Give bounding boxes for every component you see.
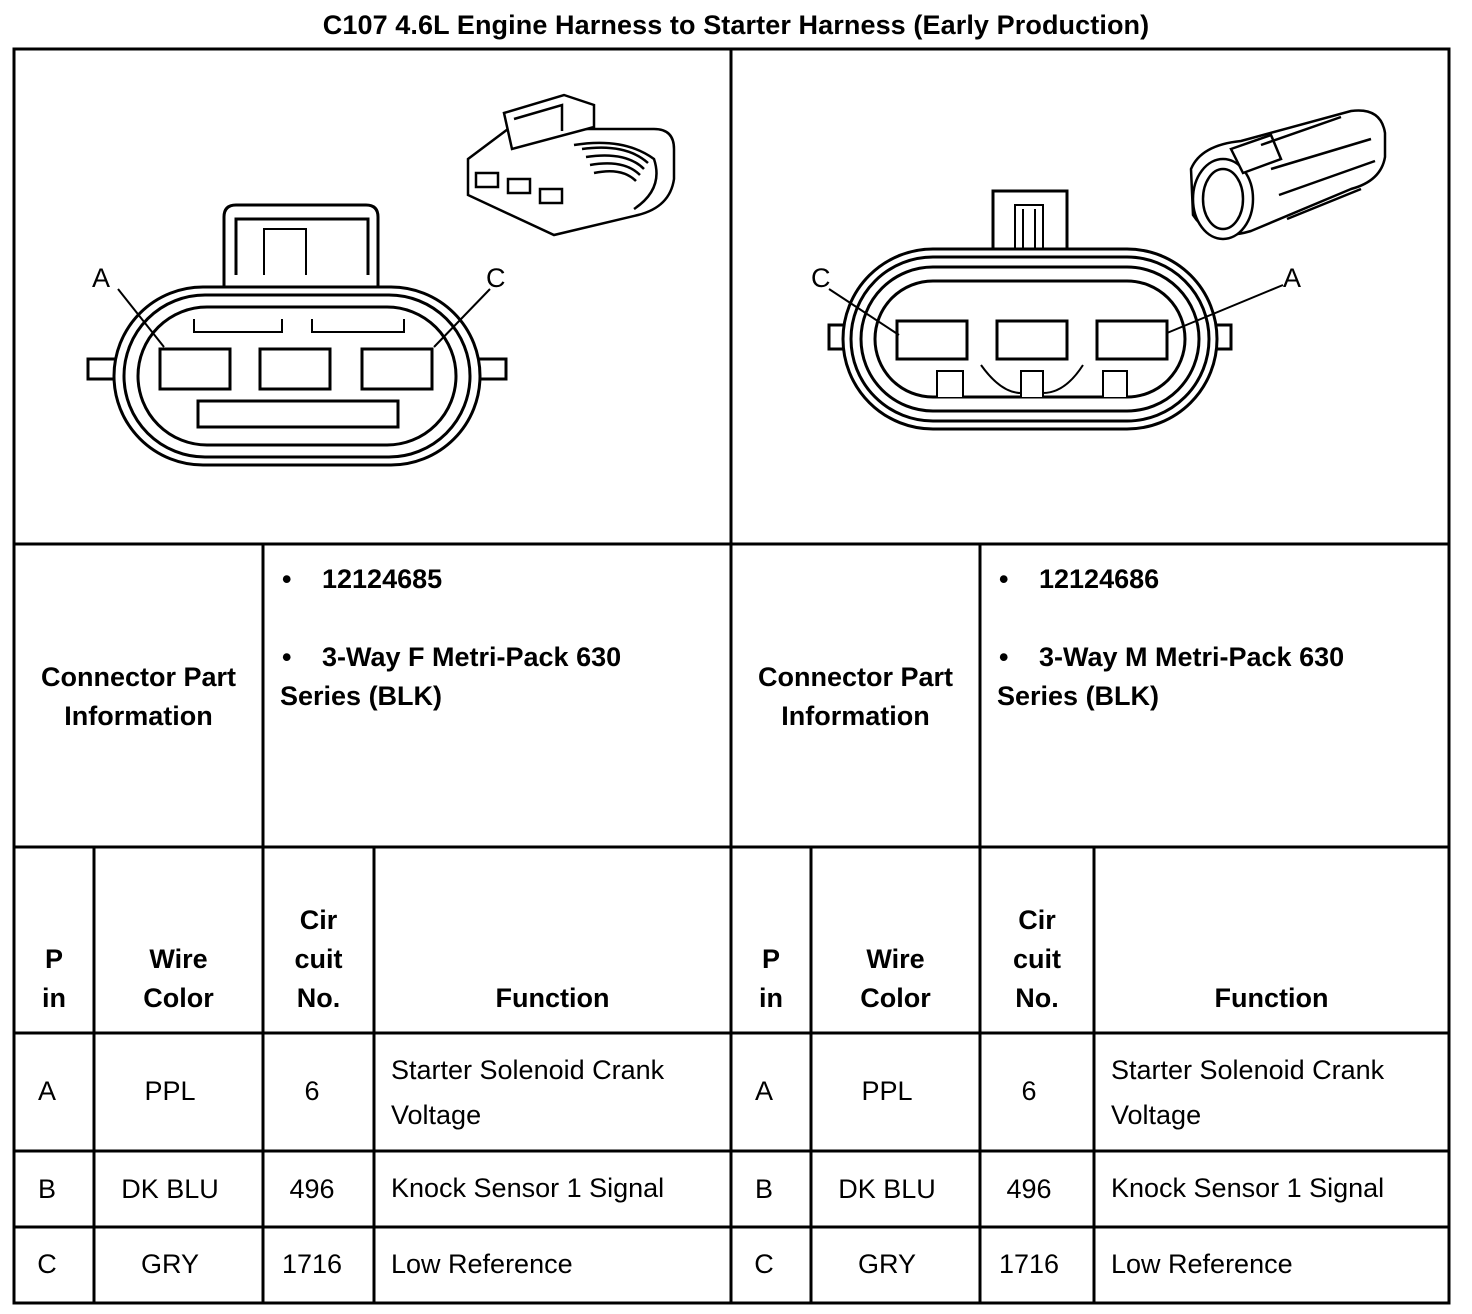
right-row-b-wire: DK BLU [838, 1174, 936, 1204]
left-row-a-pin: A [37, 1076, 56, 1106]
left-connector-3d-sketch [466, 93, 676, 237]
right-row-c-wire: GRY [857, 1249, 917, 1279]
right-connector-face-diagram: C A [811, 109, 1387, 431]
right-row-c-function: Low Reference [1111, 1249, 1293, 1279]
right-part-description: •3-Way M Metri-Pack 630 [999, 642, 1345, 672]
right-header-function: Function [1214, 983, 1329, 1013]
right-row-c-circuit: 1716 [998, 1249, 1060, 1279]
left-part-description: •3-Way F Metri-Pack 630 [282, 642, 622, 672]
left-part-number: •12124685 [282, 564, 443, 594]
left-row-a-circuit: 6 [304, 1076, 320, 1106]
right-row-c-pin: C [754, 1249, 774, 1279]
right-row-a-circuit: 6 [1021, 1076, 1037, 1106]
right-row-b-circuit: 496 [1006, 1174, 1052, 1204]
page-title: C107 4.6L Engine Harness to Starter Harn… [322, 10, 1150, 40]
right-connector-3d-sketch [1189, 109, 1387, 241]
right-row-b-function: Knock Sensor 1 Signal [1111, 1173, 1385, 1203]
left-row-b-wire: DK BLU [121, 1174, 219, 1204]
left-row-b-circuit: 496 [289, 1174, 335, 1204]
right-row-a-pin: A [754, 1076, 773, 1106]
right-part-number: •12124686 [999, 564, 1160, 594]
left-row-b-pin: B [37, 1174, 56, 1204]
right-row-a-wire: PPL [861, 1076, 913, 1106]
left-row-c-function: Low Reference [391, 1249, 573, 1279]
left-row-c-wire: GRY [140, 1249, 200, 1279]
left-part-description-cont: Series (BLK) [280, 681, 443, 711]
right-pin-label-a: A [1283, 263, 1301, 293]
left-row-b-function: Knock Sensor 1 Signal [391, 1173, 665, 1203]
right-row-b-pin: B [754, 1174, 773, 1204]
left-pin-label-a: A [92, 263, 110, 293]
left-row-c-circuit: 1716 [281, 1249, 343, 1279]
left-row-a-wire: PPL [144, 1076, 196, 1106]
left-pin-label-c: C [486, 263, 506, 293]
right-connector-info-label: Connector Part Information [757, 662, 954, 731]
left-connector-face-diagram: A C [86, 93, 676, 467]
right-pin-label-c: C [811, 263, 831, 293]
left-connector-info-label: Connector Part Information [40, 662, 237, 731]
left-row-c-pin: C [37, 1249, 57, 1279]
right-part-description-cont: Series (BLK) [997, 681, 1160, 711]
left-header-function: Function [495, 983, 610, 1013]
